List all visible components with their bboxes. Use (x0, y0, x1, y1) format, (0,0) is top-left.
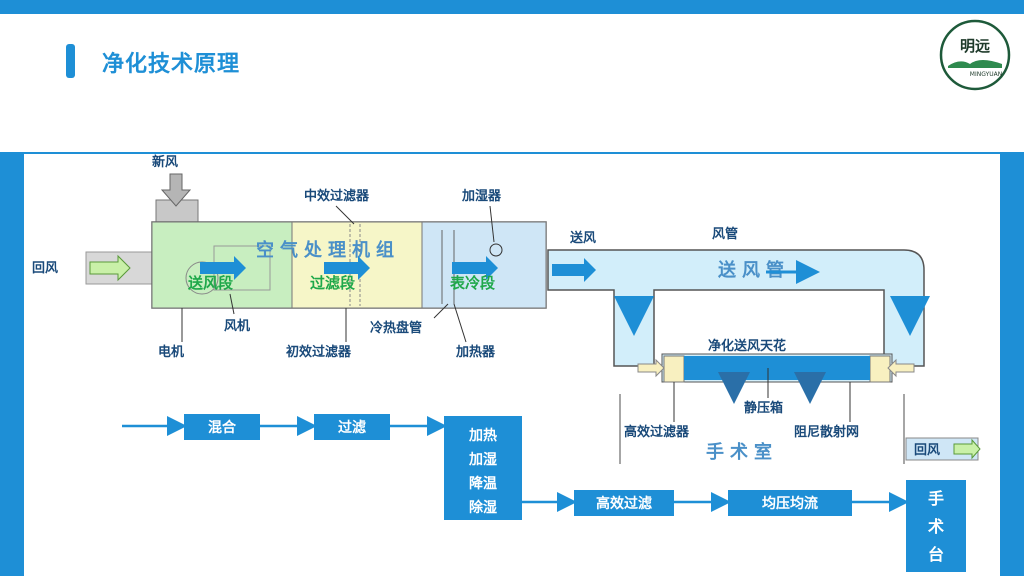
coil-label: 冷热盘管 (370, 320, 422, 336)
hepa-label: 高效过滤器 (624, 424, 690, 440)
ahu-flow-arrow-1 (200, 256, 246, 280)
page-title: 净化技术原理 (102, 52, 241, 77)
fresh-air-label: 新风 (152, 154, 178, 170)
humidifier-valve (489, 243, 503, 257)
side-in-arrow-right (887, 358, 915, 378)
flow-filter (314, 414, 390, 440)
logo-text: 明远 (960, 37, 990, 55)
flow-table-3: 台 (928, 545, 944, 564)
flow-filter-label: 过滤 (338, 419, 366, 436)
flow-treat-1: 加热 (468, 427, 497, 444)
logo-subtext: MINGYUAN (970, 71, 1002, 78)
room-label: 手术室 (706, 441, 778, 463)
damper-label: 阻尼散射网 (794, 424, 859, 440)
flow-treat-3: 降温 (469, 475, 497, 492)
header-divider (0, 152, 1024, 154)
return-air-in-label: 回风 (32, 261, 58, 276)
flow-equalize-label: 均压均流 (762, 495, 818, 512)
supply-duct-label: 送风管 (717, 259, 790, 281)
side-in-arrow-left (637, 358, 665, 378)
fan-label: 风机 (224, 318, 250, 334)
motor-label: 电机 (158, 344, 184, 360)
flow-mix-label: 混合 (208, 419, 237, 436)
plenum-label: 静压箱 (744, 400, 783, 416)
flow-table-1: 手 (928, 489, 944, 508)
flow-treat-2: 加湿 (468, 452, 497, 468)
heater-label: 加热器 (455, 344, 496, 360)
ahu-flow-arrow-3 (452, 256, 498, 280)
filter-section-label: 过滤段 (310, 274, 355, 292)
title-accent-bar (66, 44, 75, 78)
fresh-air-arrow (160, 173, 192, 207)
ahu-flow-arrow-2 (324, 256, 370, 280)
flow-equalize (728, 490, 852, 516)
supply-duct (547, 249, 925, 367)
mid-filter-label: 中效过滤器 (304, 188, 370, 204)
right-frame-bar (1000, 154, 1024, 576)
cooling-section-label: 表冷段 (450, 274, 495, 292)
top-bar (0, 0, 1024, 14)
return-air-out-label: 回风 (914, 443, 940, 458)
supply-air-label: 送风 (569, 230, 596, 246)
plenum-box (684, 356, 870, 380)
flow-table (906, 480, 966, 572)
ceiling-label: 净化送风天花 (708, 338, 786, 354)
return-air-out-arrow (953, 438, 981, 460)
flow-table-2: 术 (927, 517, 944, 536)
return-air-in-arrow (89, 254, 131, 282)
duct-label: 风管 (712, 226, 738, 242)
flow-hepa (574, 490, 674, 516)
ahu-title: 空气处理机组 (256, 239, 400, 261)
flow-treat (444, 416, 522, 520)
purification-diagram: 新风 回风 空气处理机组 送风段 过滤段 表冷段 中效过滤器 加湿器 风机 电机… (32, 154, 981, 572)
flow-mix (184, 414, 260, 440)
hepa-left (663, 355, 685, 383)
primary-filter-label: 初效过滤器 (286, 344, 352, 360)
left-frame-bar (0, 154, 24, 576)
supply-out-arrow (552, 258, 596, 282)
company-logo: 明远 MINGYUAN (939, 19, 1011, 91)
hepa-right (869, 355, 891, 383)
flow-treat-4: 除湿 (469, 499, 497, 516)
fan-section-label: 送风段 (187, 274, 233, 292)
flow-hepa-label: 高效过滤 (596, 495, 652, 512)
humidifier-label: 加湿器 (461, 189, 502, 204)
